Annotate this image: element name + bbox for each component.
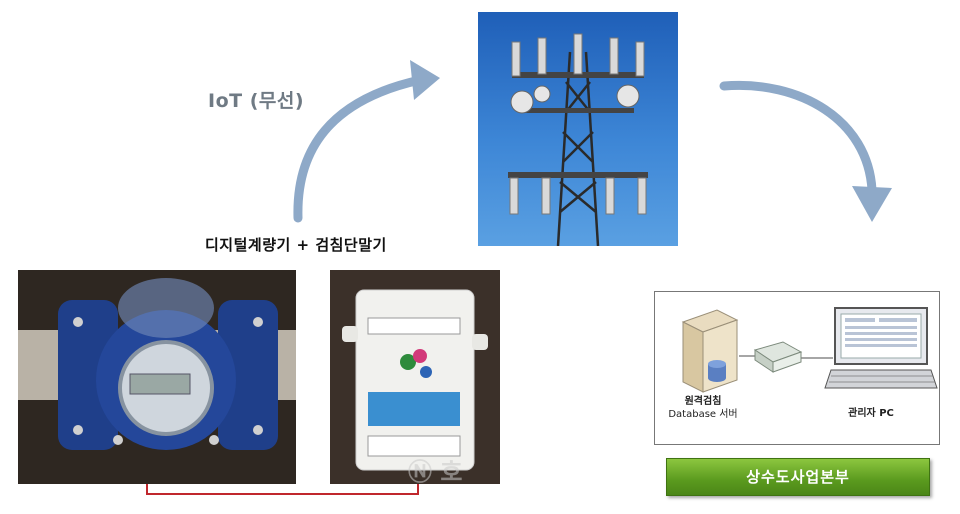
server-label-line2: Database 서버 — [668, 409, 738, 420]
cell-tower-image — [478, 12, 678, 246]
iot-wireless-label: IoT (무선) — [208, 90, 305, 112]
downlink-arrowhead — [852, 186, 892, 222]
metering-terminal-image — [330, 270, 500, 484]
admin-pc-label: 관리자 PC — [848, 408, 894, 419]
system-illustration — [681, 307, 938, 393]
iot-uplink-arrowhead — [410, 60, 440, 100]
iot-uplink-arrow — [293, 75, 425, 223]
digital-meter-image — [18, 270, 296, 484]
meter-illustration — [18, 270, 296, 484]
device-caption: 디지털계량기 + 검침단말기 — [205, 236, 387, 254]
watermark: Ⓝ 호 — [408, 458, 463, 486]
waterworks-hq-button[interactable]: 상수도사업본부 — [666, 458, 930, 496]
downlink-arrow — [719, 80, 877, 195]
terminal-illustration — [330, 270, 500, 484]
tower-illustration — [508, 33, 648, 246]
remote-system-panel: 원격검침 Database 서버 관리자 PC — [654, 291, 940, 445]
server-label-line1: 원격검침 — [684, 396, 722, 407]
